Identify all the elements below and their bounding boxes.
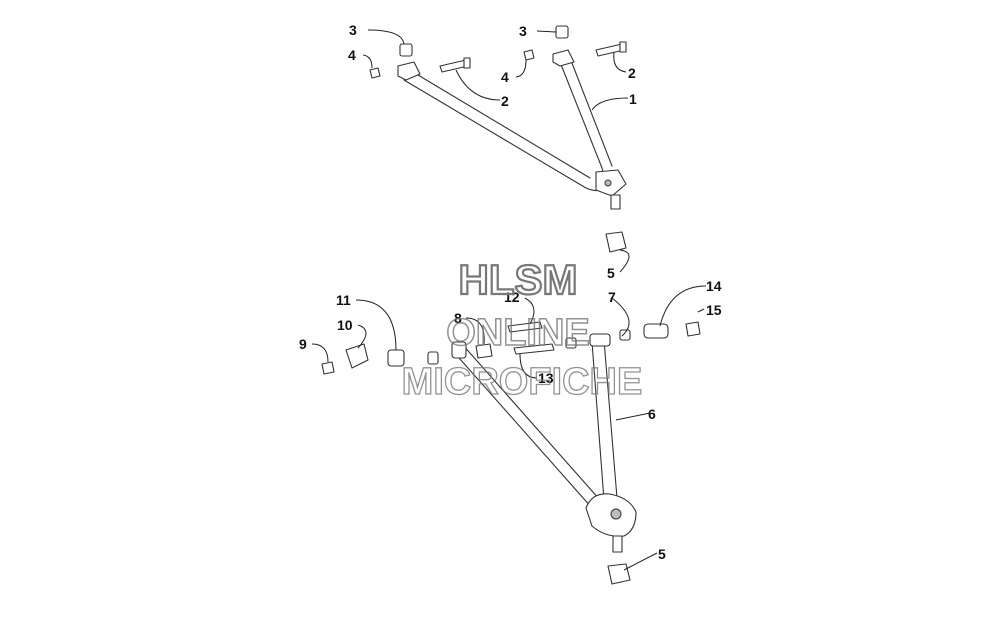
callout-13: 13 <box>538 370 554 386</box>
callout-3: 3 <box>349 22 357 38</box>
upper-fasteners <box>369 25 627 253</box>
spacer-8 <box>427 351 439 365</box>
lower-a-arm <box>451 333 637 553</box>
bushing-3-left <box>399 43 413 57</box>
nut-9 <box>321 361 335 375</box>
callout-2: 2 <box>501 93 509 109</box>
nut-5-lower <box>607 563 631 585</box>
callout-7: 7 <box>608 289 616 305</box>
callout-9: 9 <box>299 336 307 352</box>
callout-11: 11 <box>336 292 351 308</box>
nut-4-right <box>523 49 535 61</box>
spacer-7 <box>565 337 577 349</box>
callout-12: 12 <box>504 289 520 305</box>
callout-4: 4 <box>501 69 509 85</box>
watermark: HLSM ONLINE MICROFICHE <box>401 255 643 404</box>
bracket-10 <box>345 343 369 369</box>
nut-4-left <box>369 67 381 79</box>
nut-8b <box>475 343 493 359</box>
callout-8: 8 <box>454 310 462 326</box>
leader-lines <box>311 29 707 571</box>
callout-3: 3 <box>519 23 527 39</box>
bushing-14 <box>643 323 669 339</box>
callouts: 3 4 2 3 4 2 1 5 12 7 14 15 11 8 10 9 13 … <box>299 22 722 562</box>
bushing-3-right <box>555 25 569 39</box>
spacer-7b <box>619 329 631 341</box>
callout-5: 5 <box>607 265 615 281</box>
lower-fasteners <box>321 321 701 585</box>
callout-2: 2 <box>628 65 636 81</box>
watermark-line-3: MICROFICHE <box>402 361 643 403</box>
callout-4: 4 <box>348 47 356 63</box>
nut-5-upper <box>605 231 627 253</box>
callout-14: 14 <box>706 278 722 294</box>
callout-10: 10 <box>337 317 353 333</box>
bolt-13 <box>513 343 555 355</box>
callout-15: 15 <box>706 302 722 318</box>
watermark-line-1: HLSM <box>459 256 578 303</box>
bolt-12 <box>507 321 543 333</box>
callout-5: 5 <box>658 546 666 562</box>
upper-a-arm <box>397 49 627 210</box>
callout-1: 1 <box>629 91 637 107</box>
callout-6: 6 <box>648 406 656 422</box>
watermark-line-2: ONLINE <box>446 312 590 354</box>
nut-15 <box>685 321 701 337</box>
